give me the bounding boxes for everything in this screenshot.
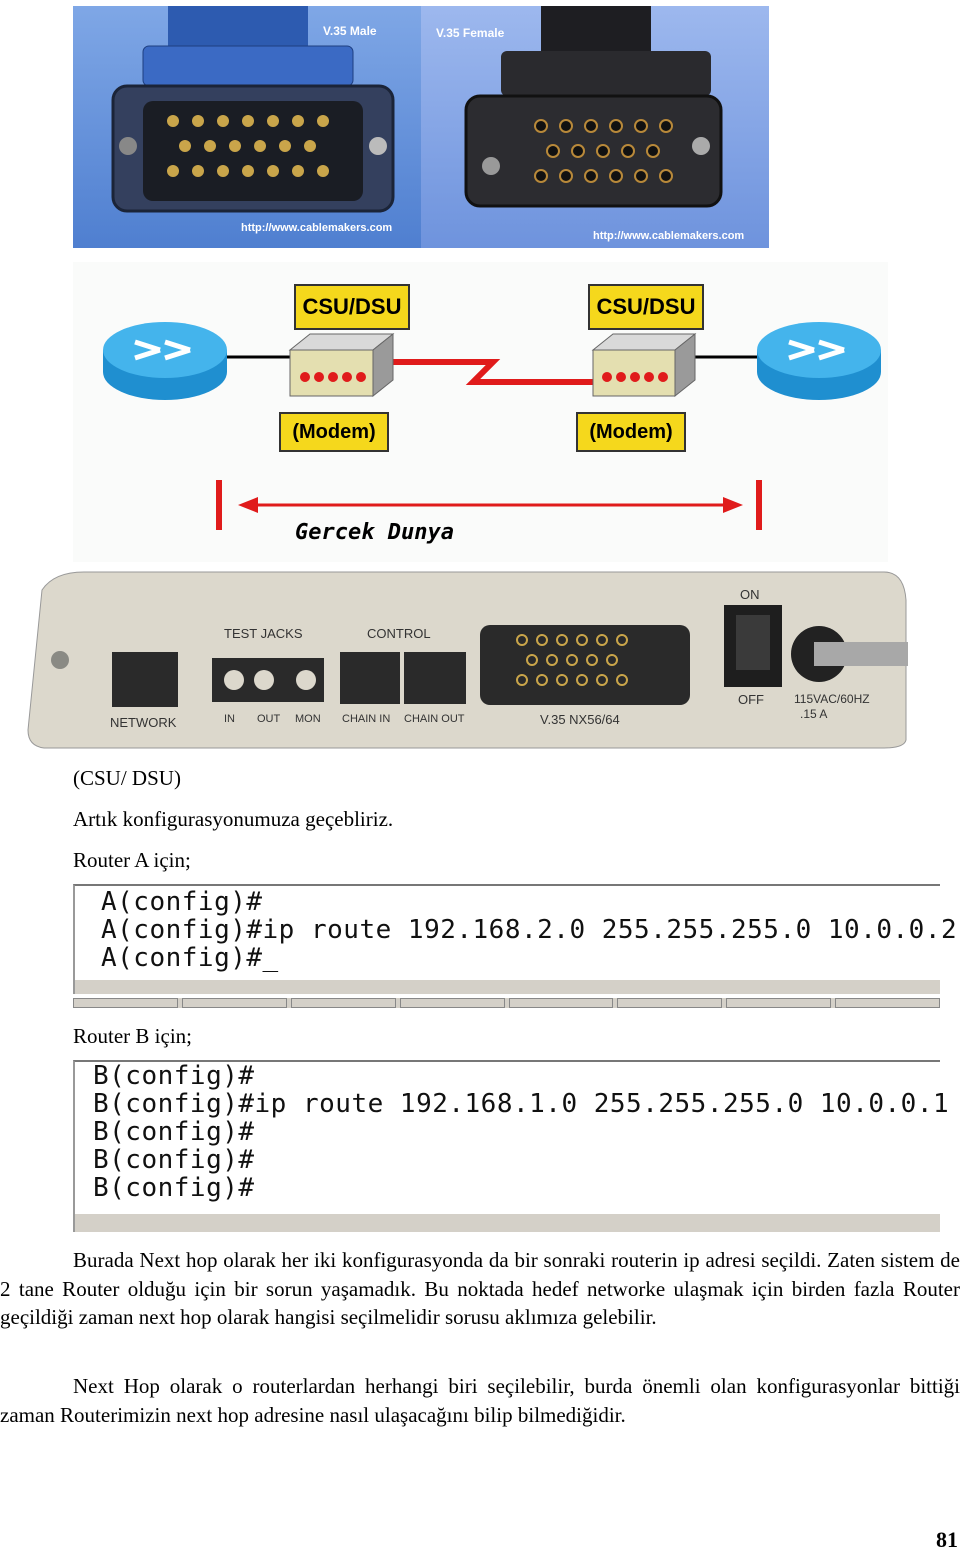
power-rating-label: 115VAC/60HZ (794, 692, 870, 706)
router-b-heading: Router B için; (73, 1024, 192, 1048)
power-on-label: ON (740, 587, 760, 602)
terminal-line: B(config)#ip route 192.168.1.0 255.255.2… (93, 1089, 950, 1119)
terminal-frame-bar (75, 978, 940, 994)
terminal-line: A(config)# (101, 887, 263, 917)
chain-out-label: CHAIN OUT (404, 713, 465, 725)
paragraph-1-text: Burada Next hop olarak her iki konfigura… (0, 1248, 960, 1329)
csu-dsu-label-left: CSU/DSU (294, 284, 410, 330)
male-url: http://www.cablemakers.com (241, 222, 393, 234)
male-label: V.35 Male (323, 24, 377, 38)
modem-label-right: (Modem) (576, 412, 686, 452)
intro-text: Artık konfigurasyonumuza geçebliriz. (73, 807, 394, 831)
paragraph-2-text: Next Hop olarak o routerlardan herhangi … (0, 1374, 960, 1427)
v35-male-connector-image: V.35 Male http://www.cablemakers.com (73, 6, 421, 248)
paragraph-next-hop: Burada Next hop olarak her iki konfigura… (0, 1246, 960, 1332)
csu-dsu-rear-panel-image: NETWORK TEST JACKS CONTROL IN OUT MON CH… (24, 570, 908, 750)
csu-dsu-diagram: CSU/DSU CSU/DSU (Modem) (Modem) Gercek D… (73, 262, 888, 562)
router-a-terminal: A(config)# A(config)#ip route 192.168.2.… (73, 884, 958, 994)
v35-port-label: V.35 NX56/64 (540, 712, 620, 727)
terminal-line: B(config)# (93, 1173, 255, 1203)
power-off-label: OFF (738, 692, 764, 707)
diagram-drawing (103, 322, 881, 530)
network-port-label: NETWORK (110, 715, 177, 730)
female-label: V.35 Female (436, 26, 505, 40)
mon-jack-label: MON (295, 713, 321, 725)
female-connector-drawing (464, 6, 723, 208)
connector-photo: V.35 Male http://www.cablemakers.com V.3… (73, 6, 769, 248)
amps-label: .15 A (800, 707, 828, 721)
router-b-terminal: B(config)# B(config)#ip route 192.168.1.… (73, 1060, 950, 1232)
out-jack-label: OUT (257, 713, 281, 725)
female-url: http://www.cablemakers.com (593, 230, 745, 242)
router-a-heading: Router A için; (73, 848, 191, 872)
figure-caption: (CSU/ DSU) (73, 766, 181, 790)
paragraph-next-hop-choice: Next Hop olarak o routerlardan herhangi … (0, 1372, 960, 1429)
terminal-line: B(config)# (93, 1061, 255, 1091)
terminal-status-bar (73, 998, 940, 1008)
real-world-label: Gercek Dunya (295, 520, 454, 545)
rear-panel-drawing (27, 571, 908, 749)
chain-in-label: CHAIN IN (342, 713, 391, 725)
terminal-line: A(config)#_ (101, 943, 279, 973)
page-number: 81 (936, 1527, 958, 1552)
v35-female-connector-image: V.35 Female http://www.cablemakers.com (421, 6, 769, 248)
terminal-line: B(config)# (93, 1117, 255, 1147)
terminal-frame-bar (75, 1212, 940, 1232)
test-jacks-label: TEST JACKS (224, 626, 303, 641)
terminal-line: A(config)#ip route 192.168.2.0 255.255.2… (101, 915, 958, 945)
control-label: CONTROL (367, 626, 431, 641)
male-connector-drawing (111, 6, 395, 213)
in-jack-label: IN (224, 713, 235, 725)
modem-label-left: (Modem) (279, 412, 389, 452)
terminal-line: B(config)# (93, 1145, 255, 1175)
csu-dsu-label-right: CSU/DSU (588, 284, 704, 330)
